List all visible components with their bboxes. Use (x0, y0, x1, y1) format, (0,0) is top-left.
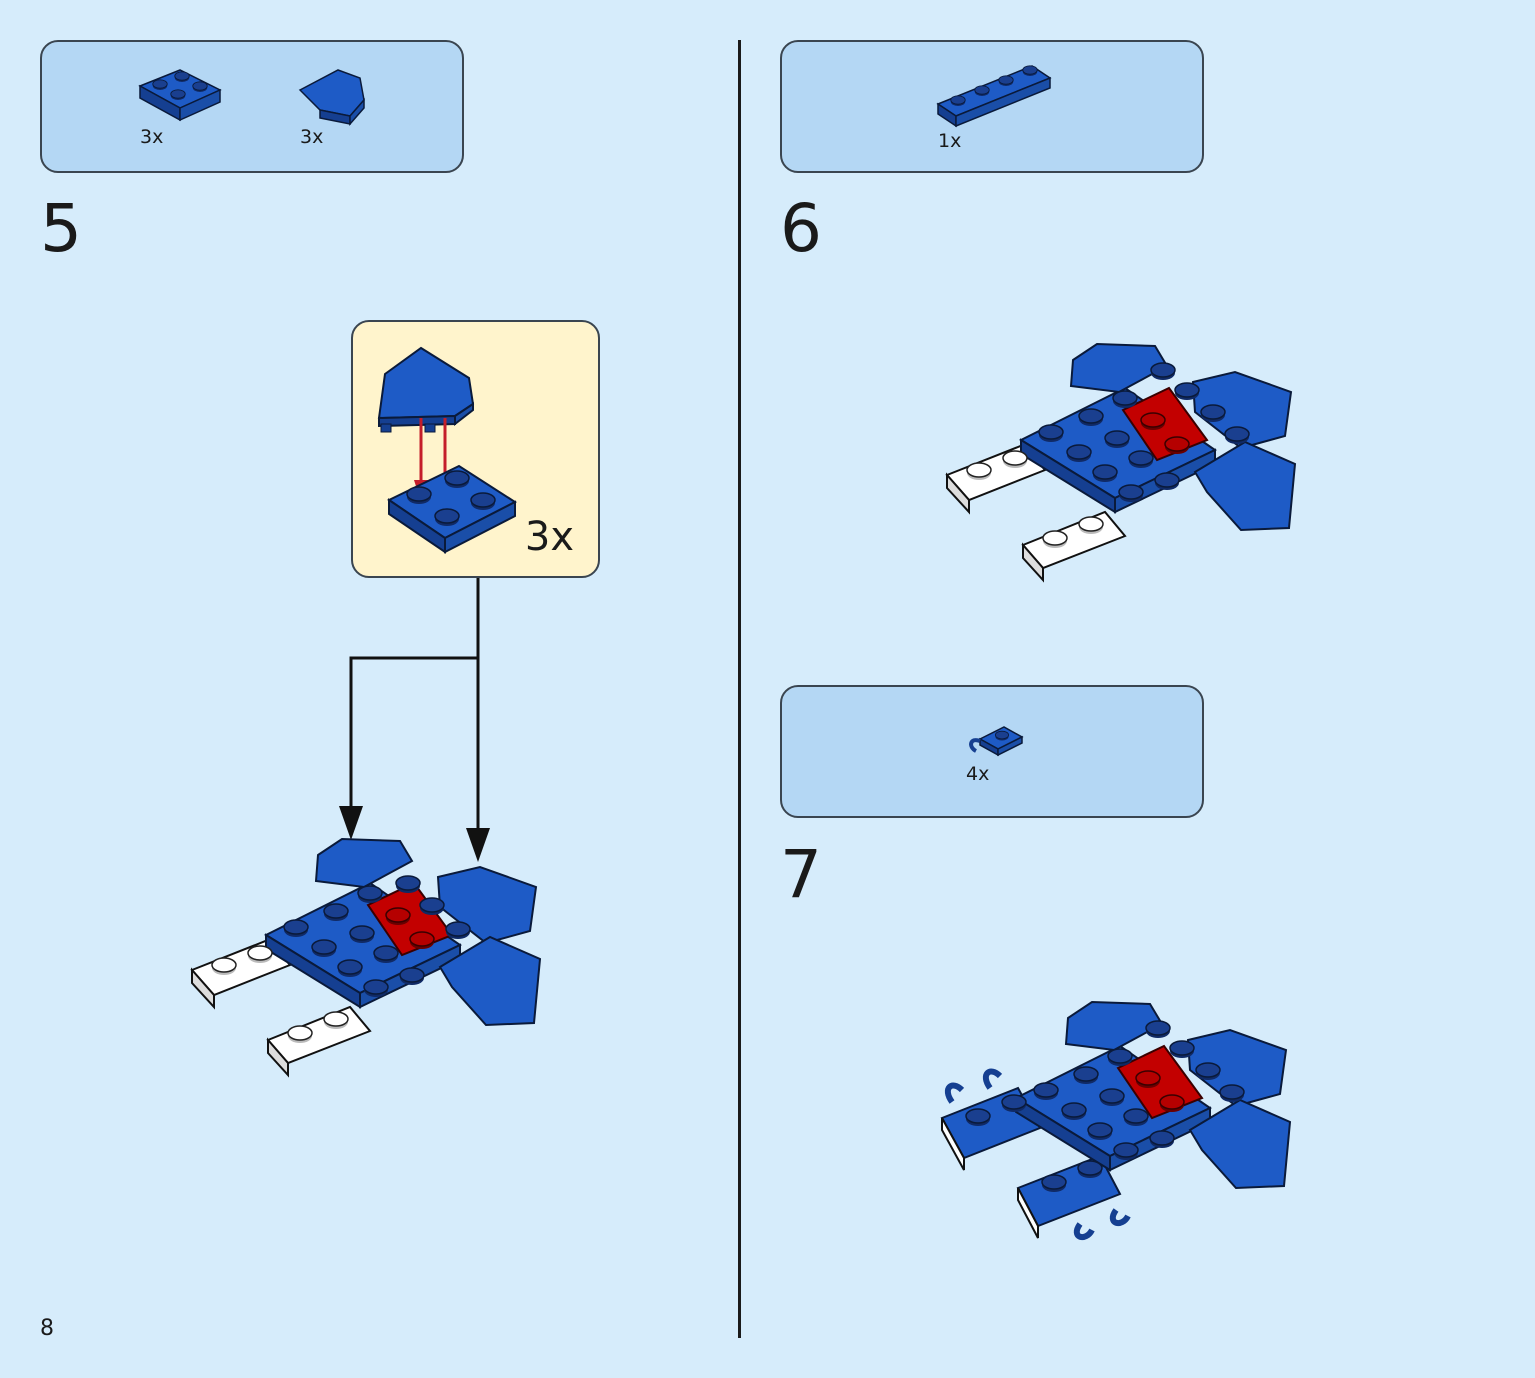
plate-2x2-blue-icon (138, 69, 222, 122)
callout-connector-arrows (339, 578, 490, 862)
step-5-model-illustration (190, 837, 542, 1078)
step-6-parts-box: 1x (780, 40, 1204, 173)
step-7-parts-box: 4x (780, 685, 1204, 818)
plate-2x2-blue-icon (387, 464, 517, 554)
part-quantity: 3x (140, 126, 164, 148)
step-6-number: 6 (780, 190, 822, 267)
part-quantity: 1x (938, 130, 962, 152)
callout-quantity: 3x (524, 514, 574, 560)
wedge-plate-blue-icon (377, 346, 475, 433)
step-5-number: 5 (40, 190, 82, 267)
step-6-model-illustration (945, 342, 1297, 583)
page-number: 8 (40, 1316, 54, 1341)
page-divider (738, 40, 741, 1338)
step-5-sub-assembly-callout: 3x (351, 320, 600, 578)
step-7-number: 7 (780, 836, 822, 913)
clip-plate-blue-icon (969, 726, 1024, 757)
step-5-parts-box: 3x 3x (40, 40, 464, 173)
part-quantity: 4x (966, 763, 990, 785)
step-7-model-illustration (940, 1000, 1292, 1241)
wedge-plate-blue-icon (298, 69, 365, 126)
plate-1x4-blue-icon (936, 65, 1052, 128)
part-quantity: 3x (300, 126, 324, 148)
